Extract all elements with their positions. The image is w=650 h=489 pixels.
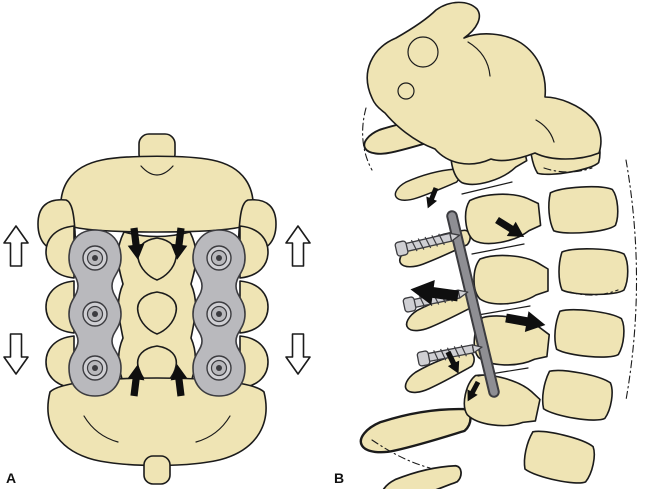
anterior-contour-dashline <box>625 159 638 401</box>
lateral-mass-edge-left-2 <box>45 280 75 334</box>
oblique-rod <box>448 212 498 396</box>
distraction-arrow-down-left-icon <box>3 333 29 375</box>
distraction-arrow-down-right-icon <box>285 333 311 375</box>
c2-body-contour <box>535 119 555 143</box>
lateral-mass-edge-right-1 <box>239 225 269 279</box>
c7-spinous <box>357 385 474 474</box>
panel-b-label: B <box>334 470 344 486</box>
spinous-tip-bottom <box>143 455 171 485</box>
panel-a: A <box>3 133 311 486</box>
distraction-arrow-up-left-icon <box>3 225 29 267</box>
c6-body <box>552 307 627 361</box>
c3-body-dashline <box>543 167 593 173</box>
bottom-contour-left <box>83 415 119 443</box>
c5-body-dashline <box>569 289 619 296</box>
plate-screw-left-1 <box>82 245 108 271</box>
plate-screw-right-3 <box>206 355 232 381</box>
c7-body <box>539 366 616 425</box>
plate-screw-right-2 <box>206 301 232 327</box>
plate-screw-left-2 <box>82 301 108 327</box>
c1-c2-complex <box>366 1 602 165</box>
lateral-mass-edge-left-1 <box>45 225 75 279</box>
facet-joint-line-2 <box>471 243 525 255</box>
plate-screw-right-1 <box>206 245 232 271</box>
t1-spinous <box>380 453 464 489</box>
panel-b: B <box>334 1 638 489</box>
c1-arch-detail <box>407 36 439 68</box>
arch-contour <box>140 165 174 176</box>
plate-screw-left-3 <box>82 355 108 381</box>
c4-body <box>546 183 621 237</box>
panel-a-label: A <box>6 470 16 486</box>
c7-pillar <box>459 370 544 435</box>
lateral-mass-edge-right-2 <box>239 280 269 334</box>
dens-contour <box>467 41 491 77</box>
c5-body <box>558 247 629 296</box>
distraction-arrow-up-right-icon <box>285 225 311 267</box>
inferior-contour-dashline <box>371 439 431 469</box>
vertebra-arch-top <box>60 155 254 233</box>
c5-pillar <box>473 254 549 305</box>
facet-joint-line-1 <box>461 181 513 195</box>
t1-body <box>520 427 599 488</box>
bottom-contour-right <box>195 415 231 443</box>
facet-joint-line-3 <box>477 305 531 316</box>
c4-pillar <box>462 189 543 247</box>
c2-foramen-detail <box>397 82 415 100</box>
posterior-contour-dashline <box>362 107 373 171</box>
